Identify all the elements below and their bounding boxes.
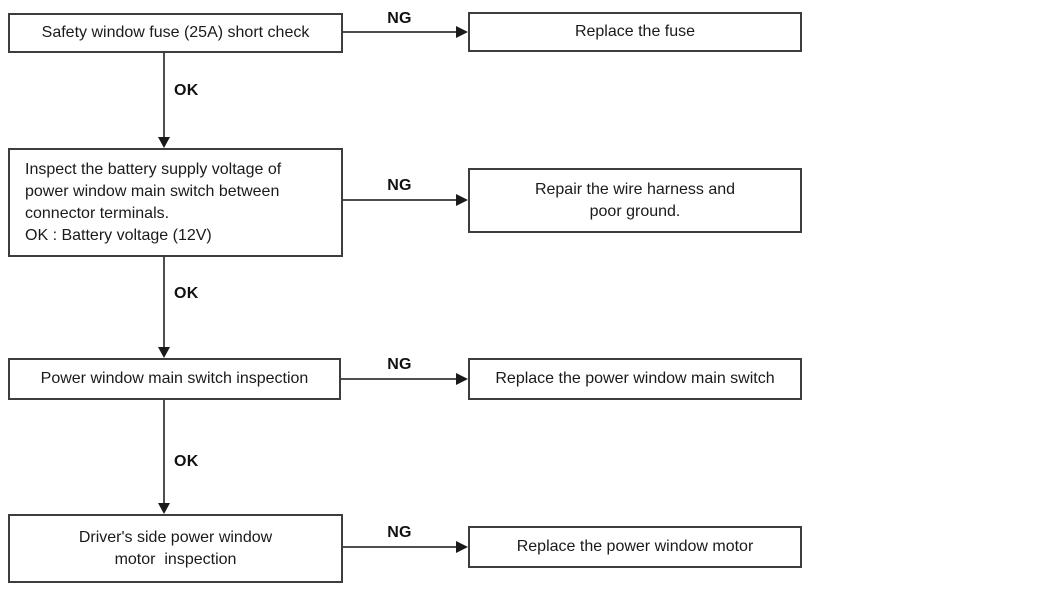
arrowhead-right-icon <box>456 194 468 206</box>
check-box-motor-inspection: Driver's side power window motor inspect… <box>8 514 343 583</box>
arrowhead-down-icon <box>158 503 170 514</box>
connector-line-ok-3 <box>163 400 165 504</box>
arrowhead-right-icon <box>456 541 468 553</box>
connector-line-ng-4 <box>343 546 457 548</box>
ok-label-3: OK <box>174 453 199 470</box>
action-box-replace-motor: Replace the power window motor <box>468 526 802 568</box>
check-box-main-switch: Power window main switch inspection <box>8 358 341 400</box>
ng-label-2: NG <box>387 177 412 194</box>
ok-label-1: OK <box>174 82 199 99</box>
ng-label-4: NG <box>387 524 412 541</box>
connector-line-ng-3 <box>341 378 457 380</box>
action-box-repair-harness: Repair the wire harness and poor ground. <box>468 168 802 233</box>
arrowhead-down-icon <box>158 347 170 358</box>
check-box-battery-voltage: Inspect the battery supply voltage of po… <box>8 148 343 257</box>
check-box-fuse-short: Safety window fuse (25A) short check <box>8 13 343 53</box>
arrowhead-down-icon <box>158 137 170 148</box>
connector-line-ng-2 <box>343 199 457 201</box>
arrowhead-right-icon <box>456 373 468 385</box>
ok-label-2: OK <box>174 285 199 302</box>
ng-label-1: NG <box>387 10 412 27</box>
action-box-replace-main-switch: Replace the power window main switch <box>468 358 802 400</box>
action-box-replace-fuse: Replace the fuse <box>468 12 802 52</box>
ng-label-3: NG <box>387 356 412 373</box>
connector-line-ok-1 <box>163 53 165 138</box>
connector-line-ok-2 <box>163 257 165 348</box>
arrowhead-right-icon <box>456 26 468 38</box>
connector-line-ng-1 <box>343 31 457 33</box>
